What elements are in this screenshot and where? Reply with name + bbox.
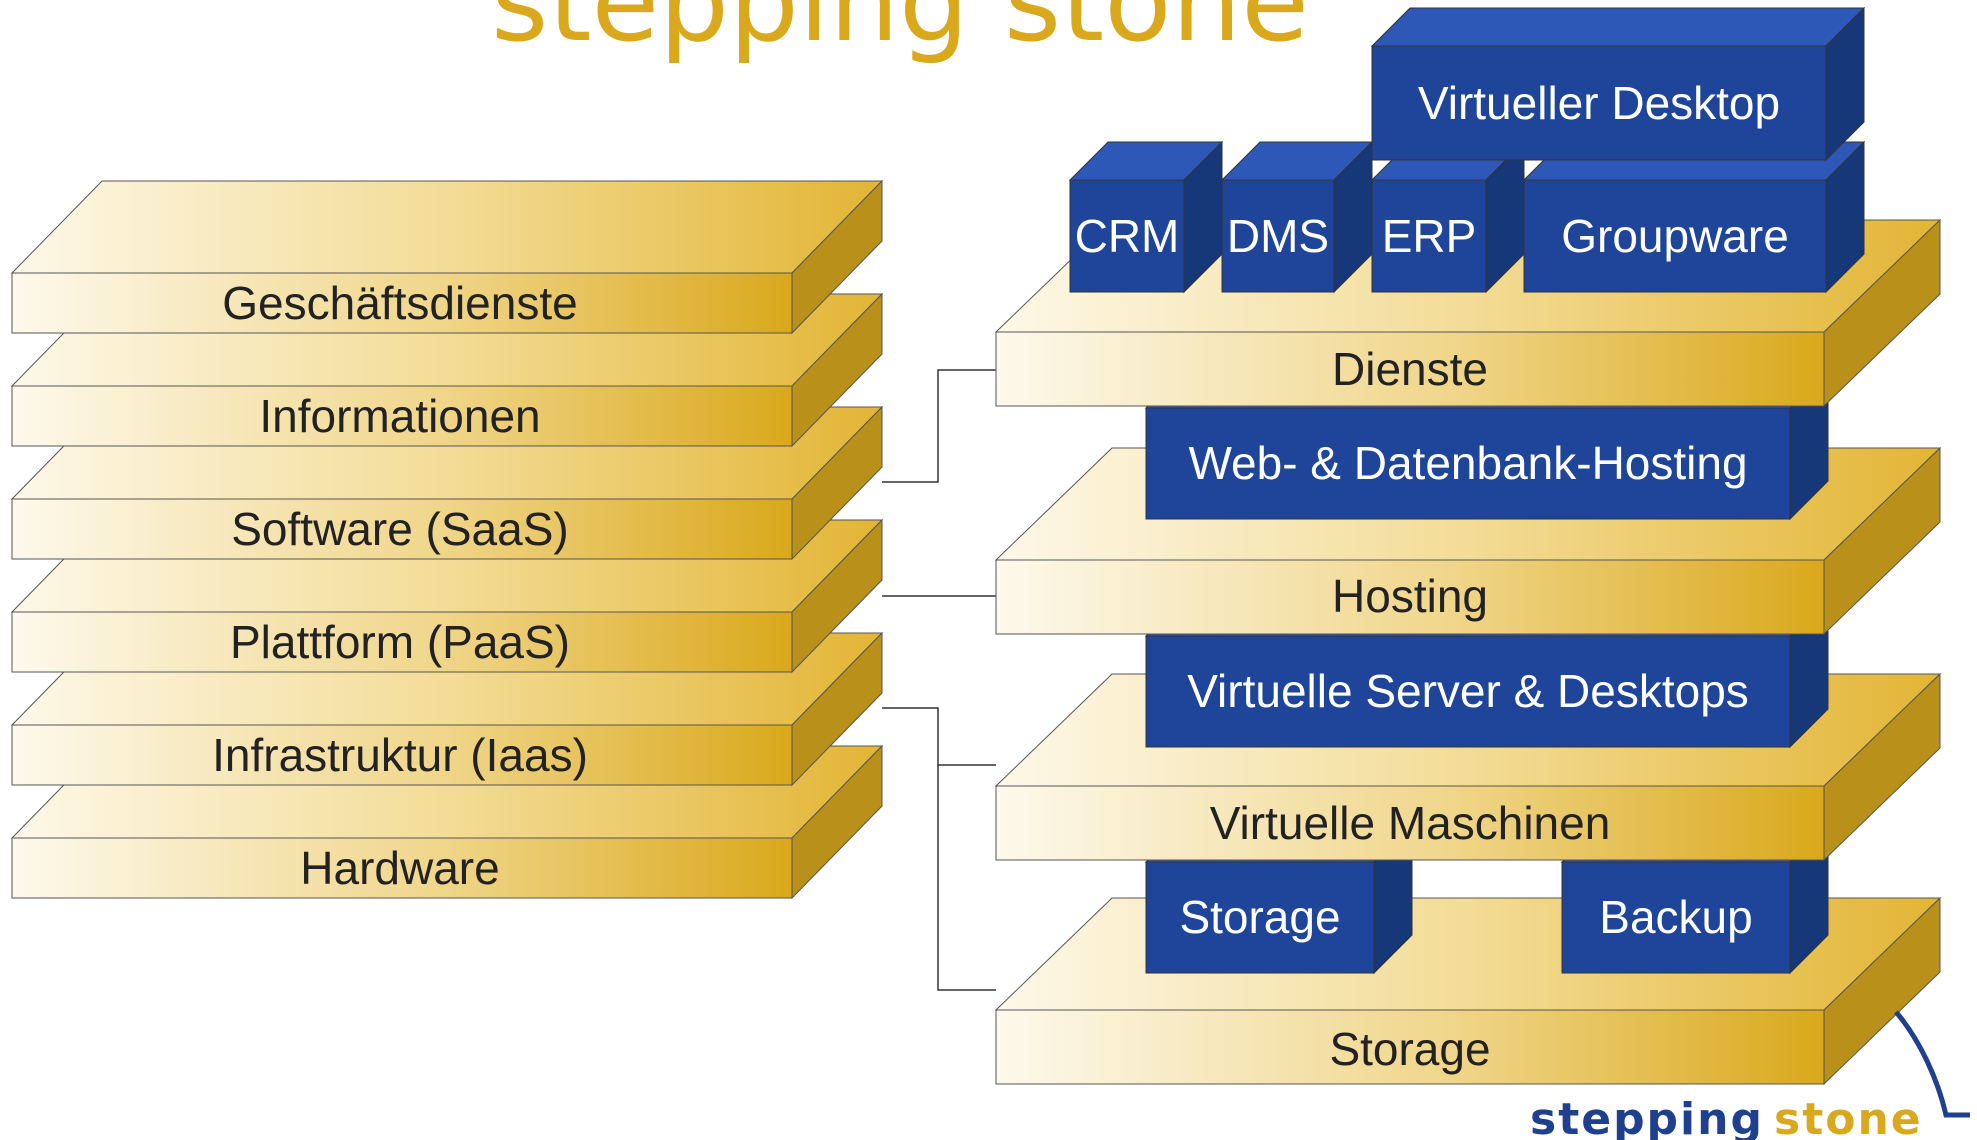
block-label: CRM xyxy=(1075,210,1180,262)
right-layer-label: Hosting xyxy=(1332,570,1488,622)
groupware-block: Groupware xyxy=(1522,140,1866,294)
left-slab-label: Software (SaaS) xyxy=(231,503,568,555)
block-label: DMS xyxy=(1227,210,1329,262)
diagram-title: stepping stone xyxy=(491,0,1309,66)
logo-text-stone: stone xyxy=(1774,1094,1923,1140)
block-label: Virtueller Desktop xyxy=(1418,77,1780,129)
right-layer-label: Dienste xyxy=(1332,343,1488,395)
block-label: Web- & Datenbank-Hosting xyxy=(1188,437,1747,489)
block-label: Backup xyxy=(1599,891,1752,943)
logo-text-stepping: stepping xyxy=(1530,1094,1764,1140)
dms-block: DMS xyxy=(1220,140,1374,294)
stepping-stone-logo: stepping stone xyxy=(1530,1010,1970,1140)
block-label: Storage xyxy=(1179,891,1340,943)
right-stack: Storage Storage Backup Virtuelle Maschin… xyxy=(994,6,1942,1086)
left-slab-label: Infrastruktur (Iaas) xyxy=(212,729,588,781)
right-layer-label: Storage xyxy=(1329,1023,1490,1075)
left-slab-label: Plattform (PaaS) xyxy=(230,616,570,668)
crm-block: CRM xyxy=(1068,140,1224,294)
connector-lines xyxy=(882,369,996,991)
block-label: Groupware xyxy=(1561,210,1789,262)
block-label: ERP xyxy=(1382,210,1477,262)
block-label: Virtuelle Server & Desktops xyxy=(1187,665,1749,717)
left-slab-label: Geschäftsdienste xyxy=(222,277,577,329)
left-slab-label: Hardware xyxy=(300,842,499,894)
left-stack: Hardware Infrastruktur (Iaas) Plattform … xyxy=(10,179,884,900)
virtueller-desktop-block: Virtueller Desktop xyxy=(1370,6,1866,162)
left-slab: Geschäftsdienste xyxy=(10,179,884,335)
left-slab-label: Informationen xyxy=(259,390,540,442)
right-layer-label: Virtuelle Maschinen xyxy=(1210,797,1611,849)
erp-block: ERP xyxy=(1370,140,1526,294)
